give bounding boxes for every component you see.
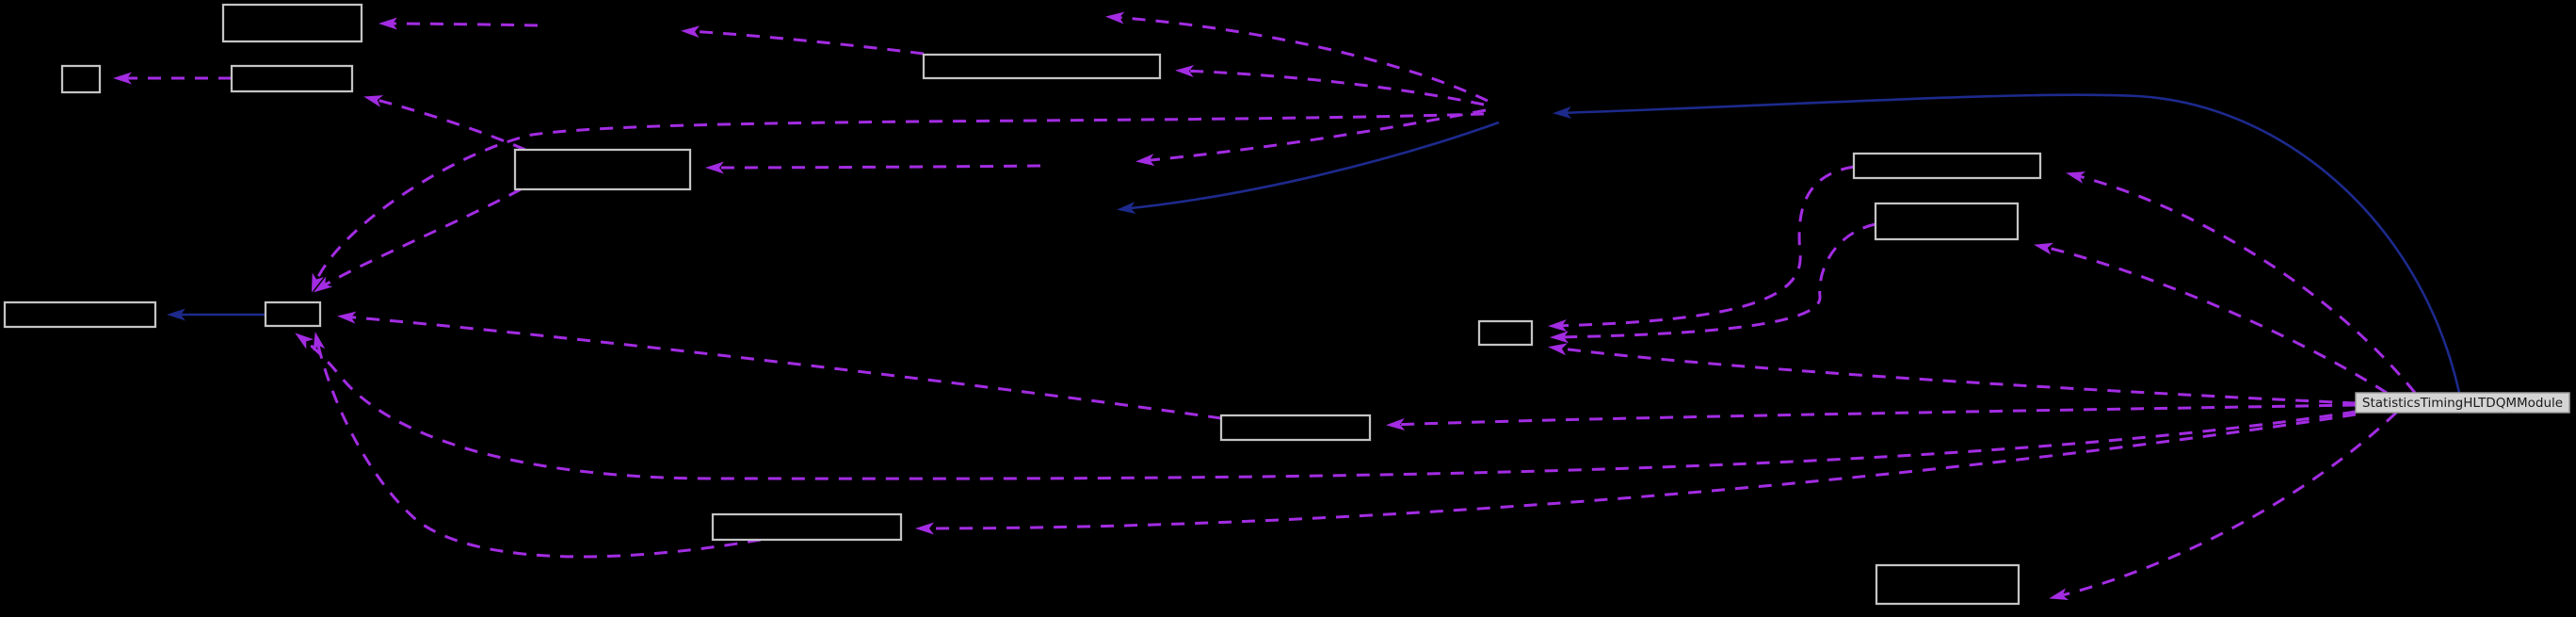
graph-edge-usage-4-3 <box>363 95 526 152</box>
graph-node-3[interactable] <box>230 64 354 93</box>
graph-node-7[interactable] <box>264 300 322 328</box>
graph-edge-usage-main-10 <box>2066 171 2417 394</box>
graph-edge-usage-13-7 <box>313 332 762 559</box>
graph-node-5[interactable] <box>922 53 1162 80</box>
graph-node-8[interactable] <box>1477 319 1534 347</box>
graph-main-label: StatisticsTimingHLTDQMModule <box>2362 396 2563 411</box>
graph-node-14[interactable] <box>1875 563 2021 606</box>
graph-edge-usage-main-11 <box>2034 242 2388 395</box>
graph-node-main[interactable] <box>2355 392 2570 414</box>
graph-edge-usage-fan-upleft <box>1105 11 1489 103</box>
graph-node-6[interactable] <box>3 300 157 329</box>
graph-node-4[interactable] <box>513 148 692 191</box>
graph-edge-usage-to-1 <box>378 17 539 30</box>
graph-edge-usage-4-7 <box>314 187 522 293</box>
graph-edge-usage-main-7 <box>295 333 2357 480</box>
graph-node-13[interactable] <box>711 512 903 542</box>
graph-edge-usage-to-4 <box>705 161 1041 174</box>
graph-edge-inherit-main-up <box>1553 93 2461 394</box>
graph-node-9[interactable] <box>1219 414 1372 442</box>
graph-edge-usage-main-8 <box>1548 343 2357 405</box>
graph-edge-usage-5-out <box>681 25 925 56</box>
graph-edge-usage-11-8 <box>1550 222 1876 344</box>
graph-edge-usage-10-8 <box>1548 165 1855 333</box>
graph-node-1[interactable] <box>221 3 363 43</box>
graph-edge-usage-main-14 <box>2049 411 2398 600</box>
graph-edge-usage-fan-5 <box>1175 64 1485 106</box>
graph-node-2[interactable] <box>60 64 102 94</box>
graph-edge-usage-fan-7 <box>311 112 1485 293</box>
graph-edge-usage-9-7 <box>337 311 1222 420</box>
graph-node-11[interactable] <box>1874 202 2020 241</box>
graph-node-10[interactable] <box>1852 152 2042 180</box>
graph-edge-inherit-mid-left <box>1117 121 1500 215</box>
graph-edge-usage-main-9 <box>1386 403 2357 430</box>
graph-edge-usage-fan-mid <box>1135 108 1487 167</box>
graph-edge-usage-main-13 <box>915 413 2357 535</box>
